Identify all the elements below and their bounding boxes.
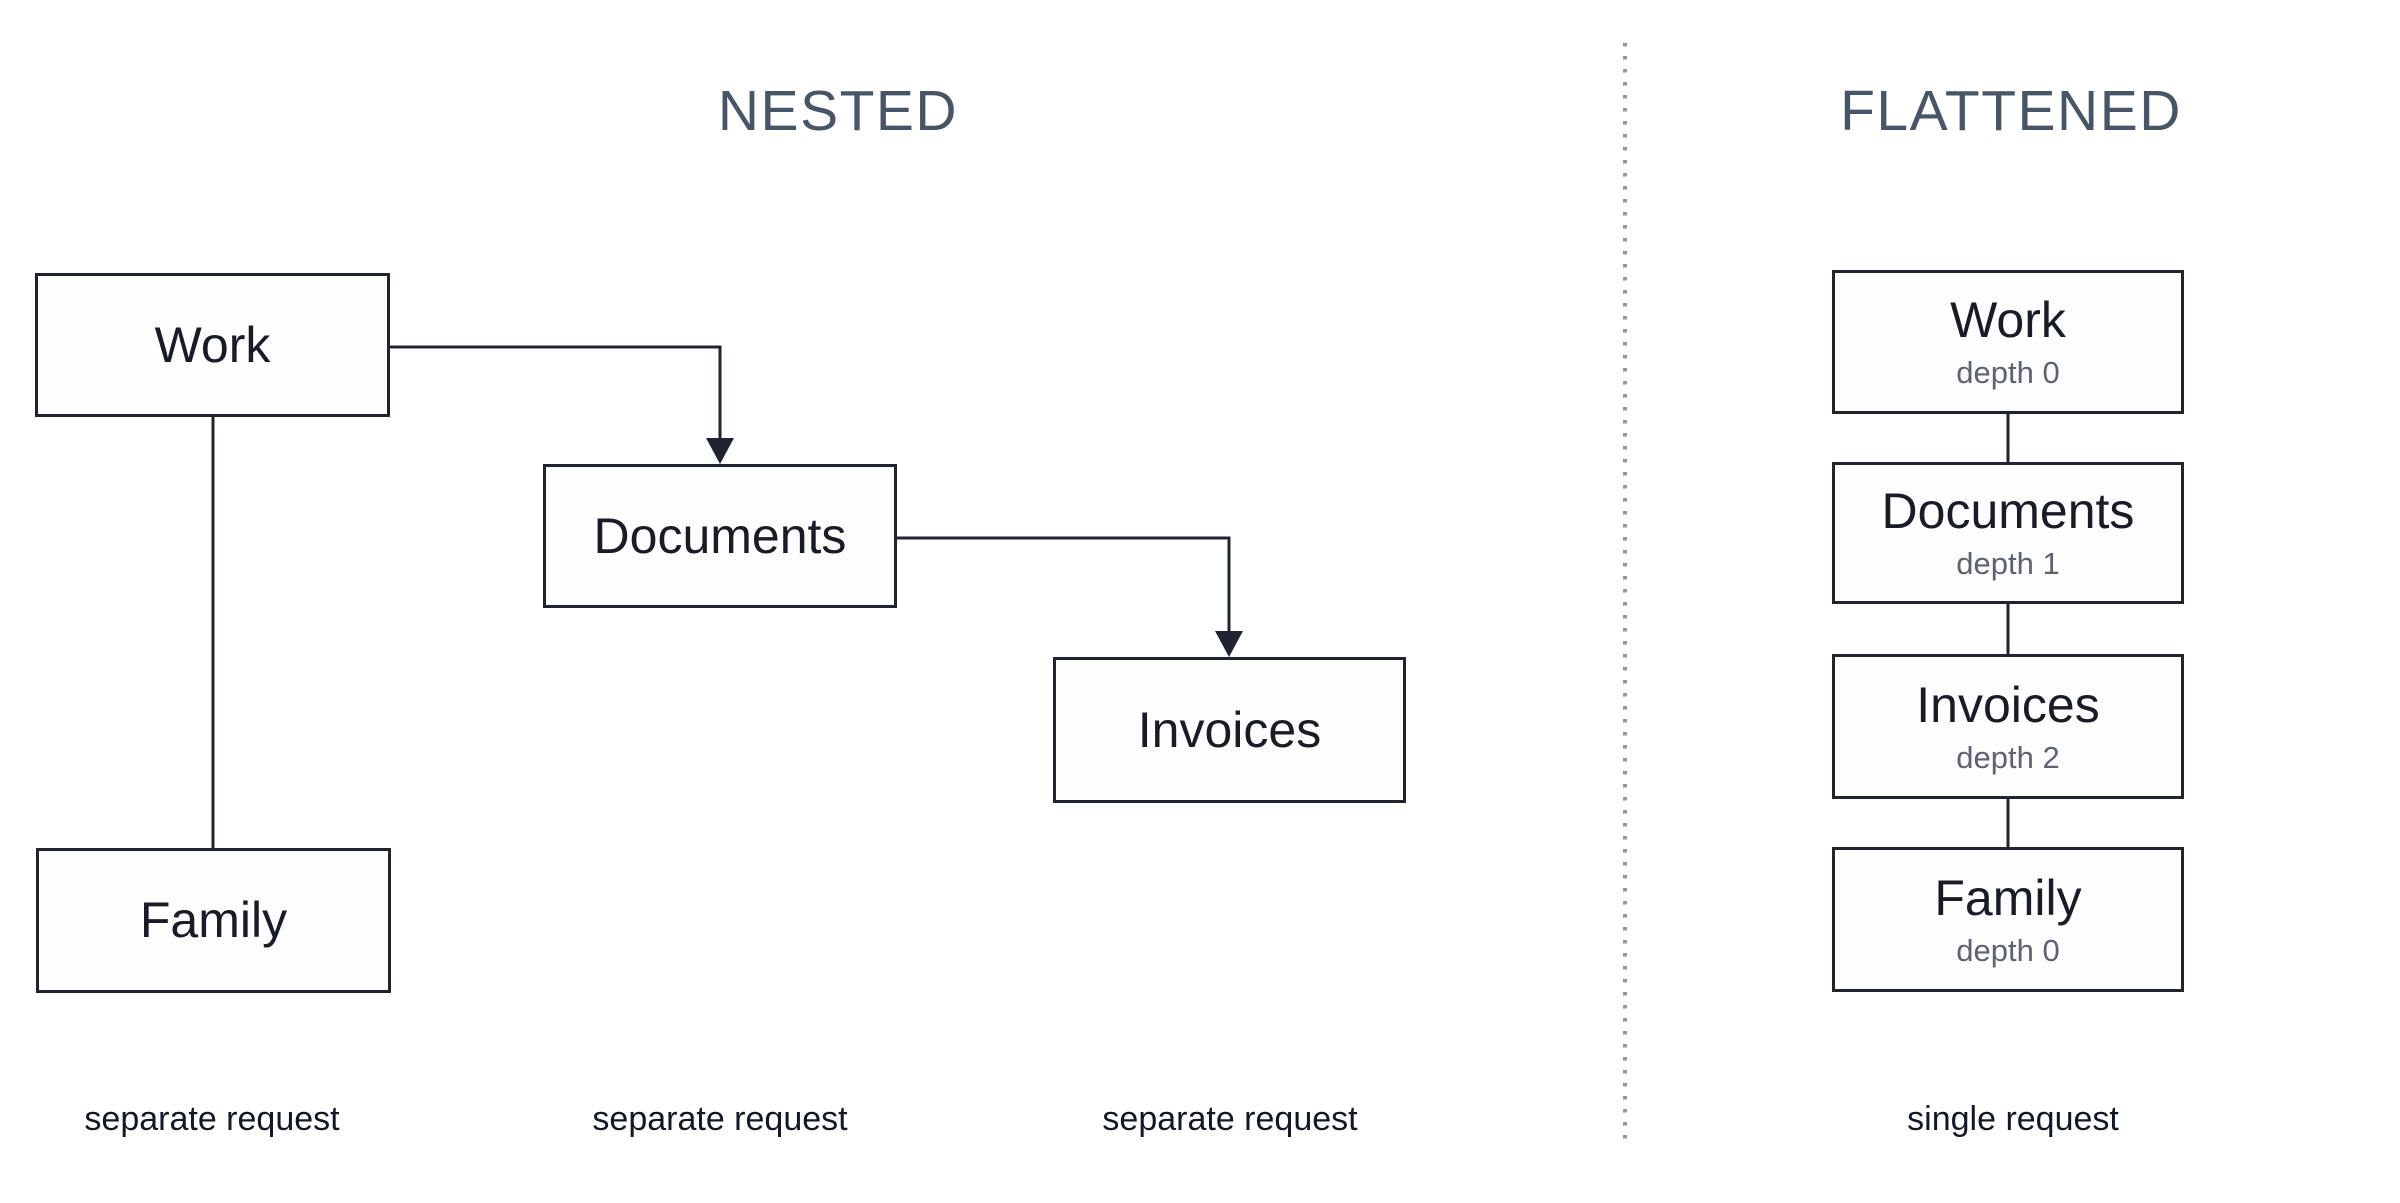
edge-work-documents-line [390, 345, 722, 441]
nested-node-invoices-label: Invoices [1137, 701, 1322, 758]
nested-node-documents: Documents [543, 464, 897, 608]
flattened-node-family-label: Family [1934, 869, 2082, 926]
caption-separate-request-1: separate request [84, 1100, 340, 1138]
section-divider [1623, 43, 1627, 1147]
flattened-section-title: FLATTENED [1840, 79, 2182, 143]
nested-node-documents-label: Documents [593, 507, 847, 564]
edge-documents-invoices-line [897, 536, 1231, 634]
nested-node-family: Family [36, 848, 391, 993]
flattened-node-work: Work depth 0 [1832, 270, 2184, 414]
nested-node-invoices: Invoices [1053, 657, 1406, 803]
flattened-node-invoices-depth: depth 2 [1956, 739, 2060, 775]
flattened-node-work-label: Work [1950, 292, 2066, 349]
flattened-node-documents-depth: depth 1 [1956, 546, 2060, 582]
edge-documents-invoices-arrowhead-icon [1215, 631, 1243, 657]
flattened-node-invoices: Invoices depth 2 [1832, 654, 2184, 799]
flattened-node-documents: Documents depth 1 [1832, 462, 2184, 604]
nested-node-family-label: Family [139, 892, 288, 948]
caption-separate-request-2: separate request [592, 1100, 848, 1138]
flattened-node-family-depth: depth 0 [1956, 932, 2060, 968]
flattened-node-invoices-label: Invoices [1916, 676, 2100, 733]
nested-section-title: NESTED [717, 79, 959, 143]
flattened-node-work-depth: depth 0 [1956, 355, 2060, 391]
caption-single-request: single request [1907, 1100, 2119, 1138]
flattened-node-documents-label: Documents [1881, 483, 2135, 540]
flattened-node-family: Family depth 0 [1832, 847, 2184, 992]
edge-work-documents-arrowhead-icon [706, 438, 734, 464]
nested-node-work-label: Work [154, 316, 271, 373]
nested-node-work: Work [35, 273, 390, 417]
caption-separate-request-3: separate request [1102, 1100, 1358, 1138]
